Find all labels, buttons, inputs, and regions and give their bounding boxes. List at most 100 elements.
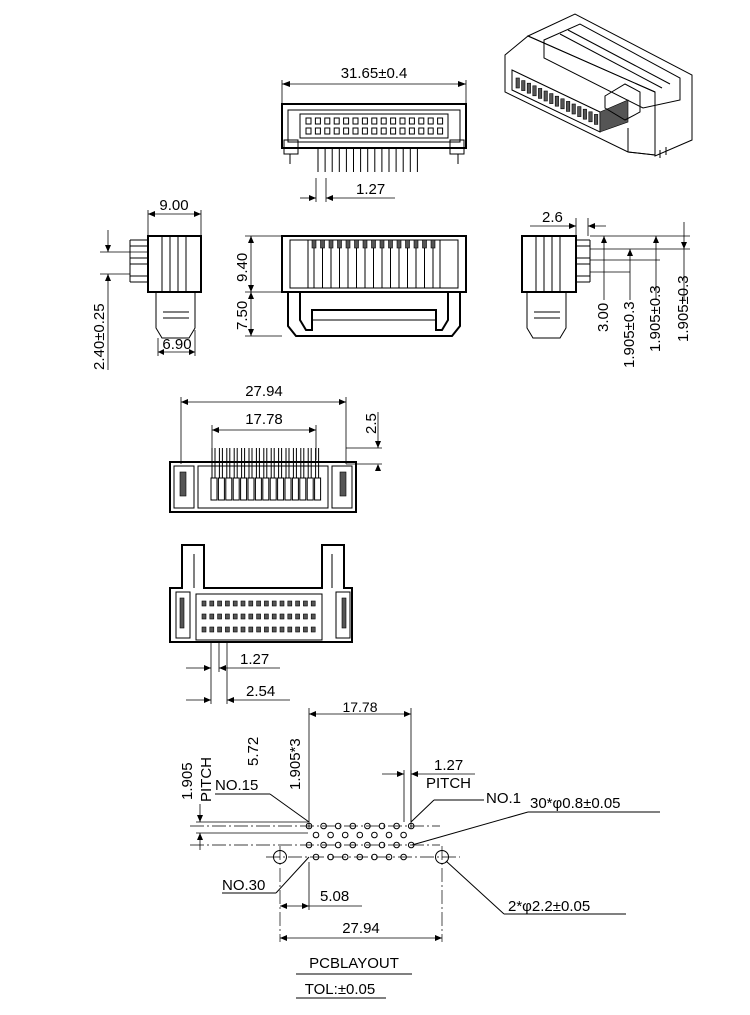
pcb-hole bbox=[378, 841, 386, 849]
pcb-hole bbox=[334, 822, 342, 830]
pcb-span-2794-label: 27.94 bbox=[342, 920, 380, 937]
rear-hole bbox=[271, 626, 277, 633]
iso-contact bbox=[526, 82, 531, 94]
rear-hole bbox=[264, 626, 269, 633]
rear-hole bbox=[256, 600, 261, 607]
pcb-hole bbox=[305, 841, 313, 849]
bottom-pin-foot bbox=[277, 477, 285, 501]
pcb-hole bbox=[320, 841, 327, 849]
pcb-hole bbox=[312, 831, 320, 839]
iso-contact bbox=[577, 106, 582, 117]
iso-contact bbox=[515, 77, 520, 89]
rear-hole bbox=[201, 613, 207, 620]
pin-height-label: 2.5 bbox=[363, 413, 380, 434]
bottom-pin-foot bbox=[262, 477, 270, 501]
pcb-hole bbox=[349, 841, 357, 849]
top-pin-upper bbox=[333, 117, 340, 125]
top-view: 31.65±0.4 1.27 bbox=[281, 65, 467, 202]
pcb-row-pitch-value: 1.905 bbox=[179, 762, 196, 800]
top-pin-lower bbox=[361, 127, 368, 135]
pcb-span-1778-label: 17.78 bbox=[342, 699, 377, 715]
pcb-hole bbox=[371, 853, 378, 861]
top-pin-upper bbox=[427, 117, 434, 125]
pin-span-label: 17.78 bbox=[245, 411, 283, 428]
pcb-hole bbox=[349, 822, 357, 830]
pcb-col-pitch-value: 1.27 bbox=[434, 757, 463, 774]
rear-hole bbox=[256, 613, 261, 620]
top-pin-lower bbox=[427, 127, 434, 135]
rear-hole bbox=[295, 600, 300, 607]
top-pin-lower bbox=[418, 127, 425, 135]
front-slot bbox=[379, 239, 385, 249]
pcb-hole bbox=[356, 853, 364, 861]
front-slot bbox=[337, 239, 342, 249]
rear-hole bbox=[240, 613, 246, 620]
top-pin-lower bbox=[305, 127, 312, 135]
rear-hole bbox=[271, 613, 277, 620]
front-slot bbox=[371, 239, 376, 249]
top-pin-lower bbox=[371, 127, 378, 135]
top-pin-upper bbox=[418, 117, 425, 125]
top-pin-upper bbox=[352, 117, 359, 125]
bottom-pin-foot bbox=[232, 477, 240, 501]
bottom-pin-foot bbox=[299, 477, 307, 501]
top-pin-upper bbox=[380, 117, 387, 125]
iso-contact bbox=[521, 80, 526, 91]
left-side-view: 9.00 2.40±0.25 6.90 bbox=[91, 197, 202, 370]
iso-contact bbox=[532, 85, 537, 97]
rear-hole bbox=[279, 613, 285, 620]
front-slot bbox=[328, 239, 334, 249]
right-3-label: 3.00 bbox=[595, 303, 612, 332]
iso-contact bbox=[560, 98, 565, 110]
rear-hole bbox=[295, 613, 300, 620]
iso-contact-slots bbox=[515, 77, 599, 125]
pcb-layout-title: PCBLAYOUT bbox=[309, 955, 399, 972]
pcb-hole bbox=[356, 831, 364, 839]
upper-height-label: 9.40 bbox=[234, 253, 251, 282]
row-span-label: 27.94 bbox=[245, 383, 283, 400]
tail-width-label: 6.90 bbox=[162, 336, 191, 353]
rear-hole bbox=[248, 600, 254, 607]
front-slot bbox=[345, 239, 351, 249]
pcb-hole bbox=[400, 853, 407, 861]
pcb-hole bbox=[385, 853, 393, 861]
front-slot bbox=[430, 239, 436, 249]
pcb-hole bbox=[400, 831, 407, 839]
isometric-view bbox=[504, 13, 693, 158]
rear-double-pitch-label: 2.54 bbox=[246, 683, 275, 700]
rear-hole bbox=[279, 626, 285, 633]
rear-hole bbox=[201, 626, 207, 633]
mount-hole-right bbox=[435, 850, 449, 864]
top-pin-upper bbox=[399, 117, 406, 125]
top-pin-upper bbox=[361, 117, 368, 125]
iso-contact bbox=[594, 114, 599, 125]
pcb-hole bbox=[407, 841, 415, 849]
top-pin-upper bbox=[437, 117, 444, 125]
rear-hole bbox=[310, 613, 316, 620]
right-1905-c-label: 1.905±0.3 bbox=[675, 275, 692, 342]
pcb-col-pitch-word: PITCH bbox=[426, 775, 471, 792]
top-pin-lower bbox=[437, 127, 444, 135]
top-pin-upper bbox=[390, 117, 397, 125]
pcb-hole-small-label: 30*φ0.8±0.05 bbox=[530, 795, 621, 812]
top-pin-upper bbox=[305, 117, 312, 125]
top-pin-upper bbox=[343, 117, 350, 125]
top-pin-lower bbox=[380, 127, 387, 135]
rear-hole bbox=[225, 600, 230, 607]
pcb-hole bbox=[320, 822, 327, 830]
pcb-hole bbox=[305, 822, 313, 830]
pcb-hole bbox=[364, 822, 371, 830]
pcb-hole bbox=[341, 831, 349, 839]
bottom-pin-foot bbox=[291, 477, 299, 501]
front-slot bbox=[388, 239, 393, 249]
rear-hole bbox=[209, 600, 215, 607]
rear-hole bbox=[217, 626, 222, 633]
lower-height-label: 7.50 bbox=[234, 301, 251, 330]
front-slot bbox=[413, 239, 419, 249]
side-width-label: 9.00 bbox=[159, 197, 188, 214]
rear-hole bbox=[209, 613, 215, 620]
bottom-view-pins bbox=[210, 448, 322, 501]
offset-vertical-label: 2.40±0.25 bbox=[91, 303, 108, 370]
rear-pitch-label: 1.27 bbox=[240, 651, 269, 668]
pcb-hole bbox=[341, 853, 349, 861]
